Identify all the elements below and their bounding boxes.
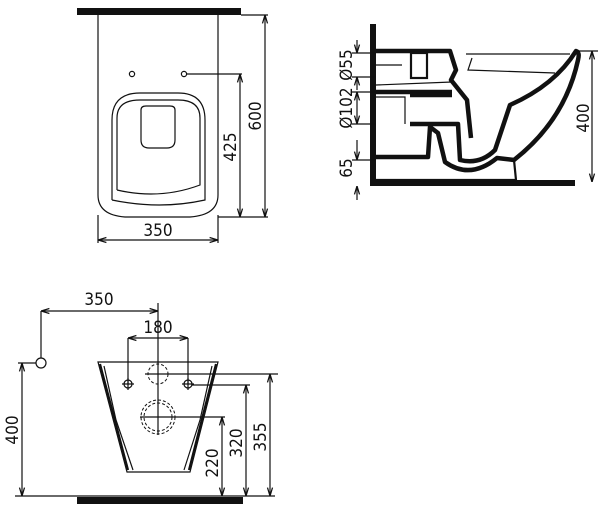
- dim-outlet: Ø102: [337, 87, 357, 128]
- water-supply: [35, 357, 47, 369]
- dim-fixing-depth: 425: [221, 132, 241, 161]
- dim-height: 400: [574, 103, 594, 132]
- fixing-hole: [128, 70, 136, 78]
- side-view: Ø55 Ø102 65 400: [337, 24, 598, 200]
- dim-supply-height: 400: [3, 415, 23, 444]
- dim-bolt-spacing: 180: [143, 318, 172, 338]
- top-view: 350 425 600: [77, 8, 268, 243]
- dim-bolt-height: 320: [227, 428, 247, 457]
- rim: [466, 53, 570, 74]
- front-view: 400 350 180 355 320 220: [3, 290, 278, 504]
- bowl-top-wall: [376, 48, 474, 139]
- seat-inner: [116, 99, 201, 195]
- dim-inlet: Ø55: [337, 49, 357, 81]
- floor-bar: [77, 497, 243, 504]
- seat-outer: [111, 92, 206, 206]
- seat-opening: [140, 105, 176, 149]
- wall-bar: [370, 24, 376, 186]
- dim-length: 600: [246, 101, 266, 130]
- bowl-outline: [97, 361, 219, 473]
- bowl-outline: [97, 15, 219, 218]
- dim-outlet-offset: 65: [337, 158, 357, 177]
- fixing-hole: [180, 70, 188, 78]
- dim-wall-offset: 350: [84, 290, 113, 310]
- dim-inlet-height: 355: [251, 422, 271, 451]
- bowl-profile: [376, 48, 581, 173]
- dim-width: 350: [143, 221, 172, 241]
- floor-bar: [370, 180, 575, 186]
- dim-outlet-height: 220: [203, 448, 223, 477]
- wall-bar: [77, 8, 241, 15]
